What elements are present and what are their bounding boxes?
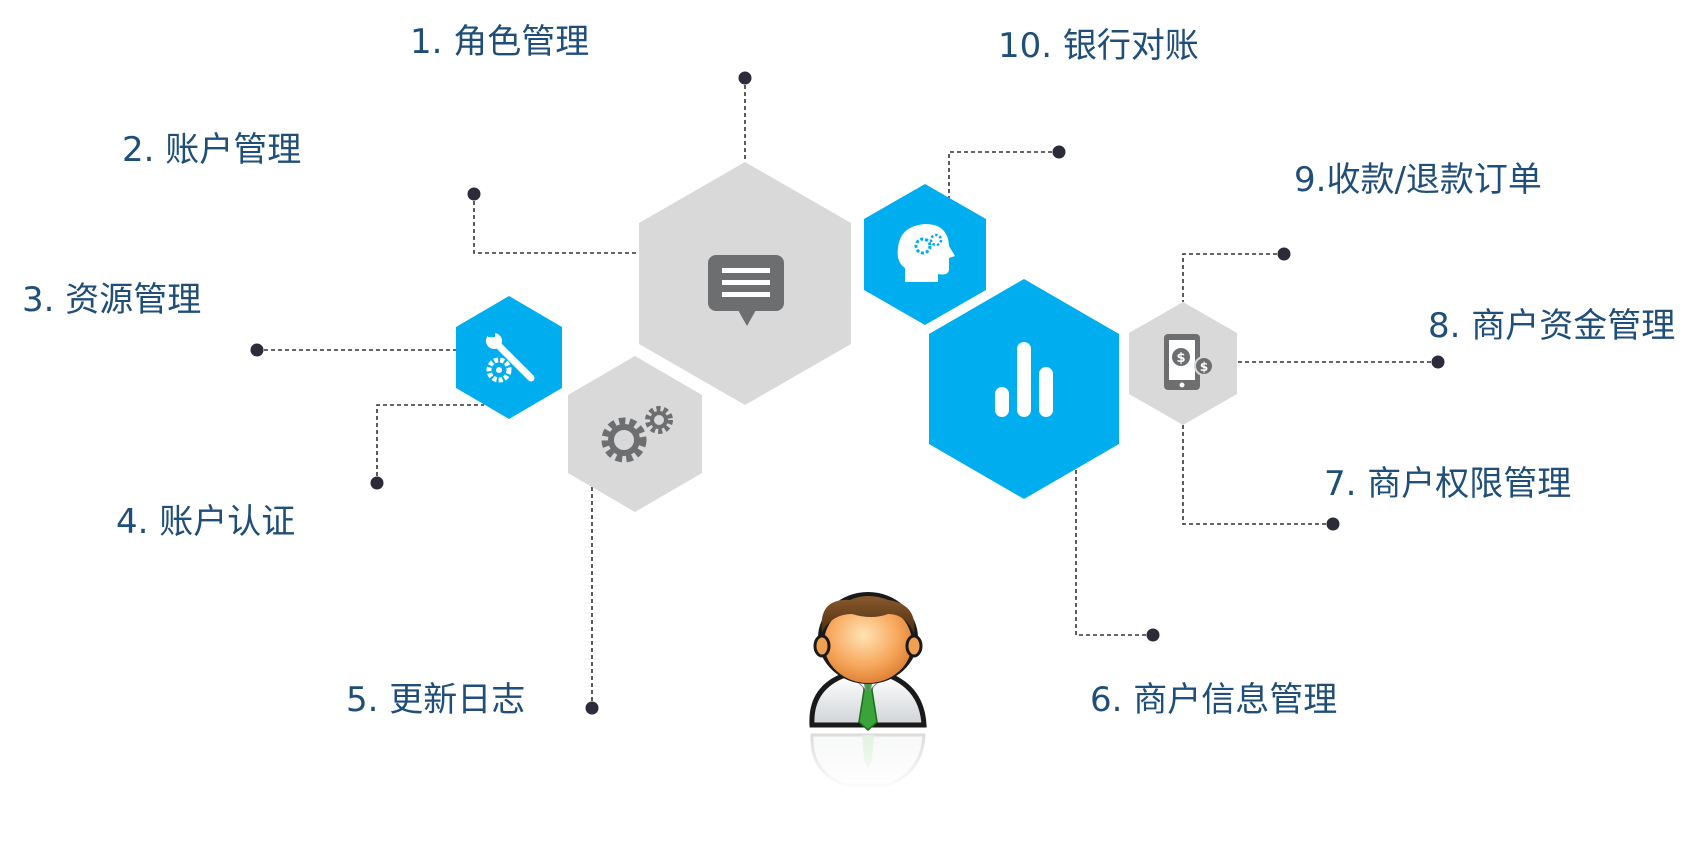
label-resource-management: 3. 资源管理: [22, 280, 202, 320]
businessman-avatar-icon: [800, 592, 936, 792]
hex-merchant-info: [929, 279, 1119, 499]
dot-2: [467, 187, 481, 201]
connector-9: [1182, 253, 1284, 302]
dot-5: [585, 701, 599, 715]
label-merchant-funds: 8. 商户资金管理: [1428, 306, 1676, 346]
connector-6: [1075, 470, 1153, 636]
connector-4: [376, 404, 484, 483]
dot-4: [370, 476, 384, 490]
gears-icon: [601, 406, 673, 463]
connector-10: [948, 151, 1059, 204]
connectors: [257, 78, 1438, 708]
label-merchant-info: 6. 商户信息管理: [1090, 680, 1338, 720]
bar-chart-icon: [995, 342, 1053, 417]
label-account-auth: 4. 账户认证: [116, 502, 296, 542]
label-merchant-permission: 7. 商户权限管理: [1324, 464, 1572, 504]
label-account-management: 2. 账户管理: [122, 130, 302, 170]
label-update-log: 5. 更新日志: [346, 680, 526, 720]
connector-7: [1182, 425, 1333, 525]
label-refund-orders: 9.收款/退款订单: [1294, 160, 1542, 200]
hex-update-log: [568, 356, 702, 512]
mobile-payment-icon: $ $: [1164, 334, 1214, 390]
label-bank-reconciliation: 10. 银行对账: [998, 26, 1199, 66]
connector-dots: [250, 71, 1445, 715]
dot-8: [1431, 355, 1445, 369]
thinking-head-icon: [897, 224, 955, 282]
label-role-management: 1. 角色管理: [410, 22, 590, 62]
hex-merchant-funds: $ $: [1129, 302, 1237, 425]
connector-2: [473, 194, 640, 254]
dot-3: [250, 343, 264, 357]
wrench-gear-icon: [486, 330, 535, 383]
svg-text:$: $: [1176, 351, 1185, 366]
dot-6: [1146, 628, 1160, 642]
hex-bank-reconciliation: [864, 184, 986, 325]
svg-text:$: $: [1200, 360, 1208, 374]
dot-7: [1326, 517, 1340, 531]
dot-9: [1277, 247, 1291, 261]
message-icon: [708, 255, 784, 326]
hex-role-management: [639, 162, 851, 405]
hex-resource-management: [456, 296, 562, 419]
dot-1: [738, 71, 752, 85]
dot-10: [1052, 145, 1066, 159]
